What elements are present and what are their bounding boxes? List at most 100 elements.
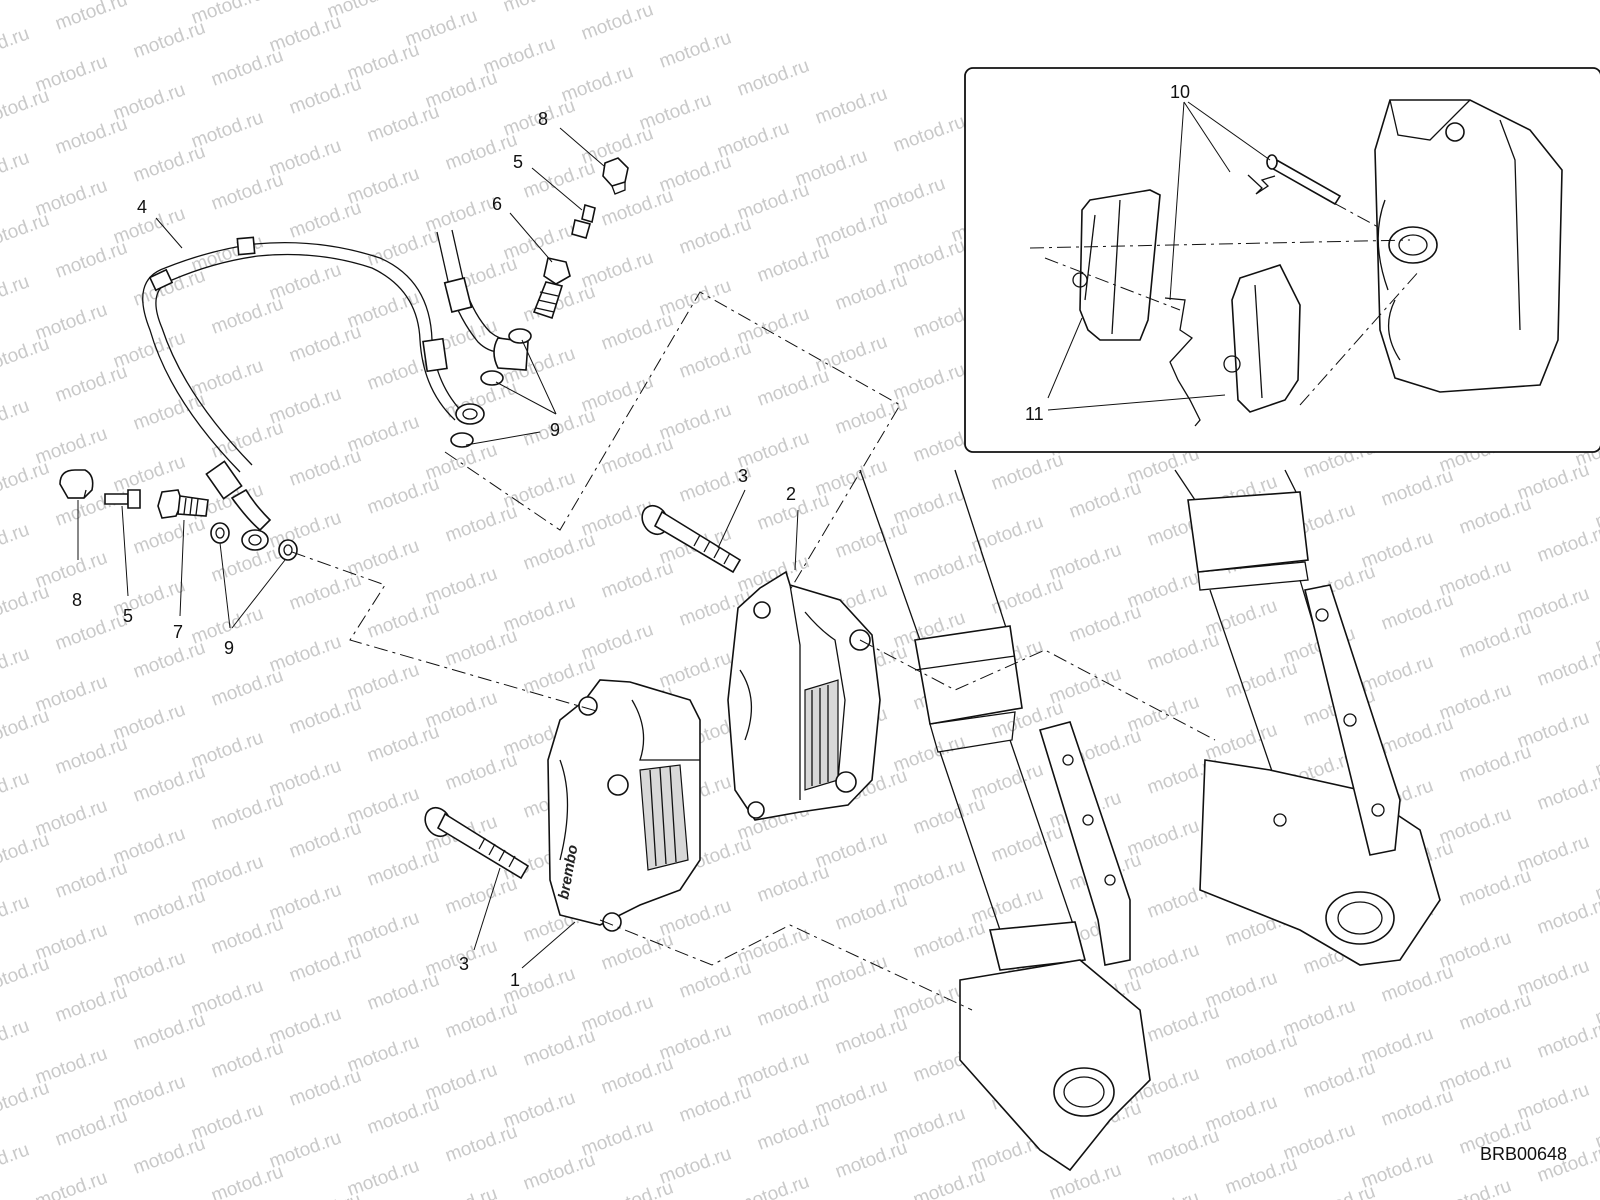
watermark-text: motod.ru (0, 767, 32, 812)
watermark-text: motod.ru (131, 17, 209, 62)
watermark-text: motod.ru (131, 1009, 209, 1054)
watermark-text: motod.ru (0, 829, 52, 874)
washer-top-b (480, 370, 504, 386)
watermark-text: motod.ru (755, 985, 833, 1030)
watermark-text: motod.ru (443, 873, 521, 918)
leader-lines (77, 127, 799, 969)
washer-top-a (508, 328, 532, 344)
watermark-text: motod.ru (209, 665, 287, 710)
watermark-text: motod.ru (365, 473, 443, 518)
watermark-text: motod.ru (287, 941, 365, 986)
watermark-text: motod.ru (287, 445, 365, 490)
callout-8-top: 8 (538, 109, 548, 129)
bleed-cap-left (59, 469, 94, 499)
watermark-text: motod.ru (1223, 657, 1301, 702)
watermark-text: motod.ru (911, 545, 989, 590)
callout-11: 11 (1025, 404, 1044, 424)
watermark-text: motod.ru (521, 653, 599, 698)
watermark-text: motod.ru (0, 457, 52, 502)
watermark-text: motod.ru (53, 857, 131, 902)
callout-3-lower: 3 (459, 954, 469, 974)
callout-7: 7 (173, 622, 183, 642)
watermark-text: motod.ru (365, 225, 443, 270)
watermark-text: motod.ru (891, 111, 969, 156)
watermark-text: motod.ru (833, 889, 911, 934)
assembly-lines (291, 291, 1216, 1011)
watermark-text: motod.ru (0, 0, 52, 7)
watermark-text: motod.ru (365, 101, 443, 146)
watermark-text: motod.ru (1067, 601, 1145, 646)
watermark-text: motod.ru (0, 1139, 32, 1184)
watermark-text: motod.ru (287, 73, 365, 118)
watermark-text: motod.ru (1535, 1017, 1600, 1062)
watermark-text: motod.ru (209, 169, 287, 214)
watermark-text: motod.ru (131, 761, 209, 806)
washer-left-a (210, 522, 230, 544)
watermark-text: motod.ru (735, 1171, 813, 1200)
watermark-text: motod.ru (599, 1053, 677, 1098)
watermark-text: motod.ru (1125, 1187, 1203, 1200)
watermark-text: motod.ru (1457, 741, 1535, 786)
watermark-text: motod.ru (755, 241, 833, 286)
watermark-text: motod.ru (521, 1149, 599, 1194)
watermark-text: motod.ru (131, 513, 209, 558)
watermark-text: motod.ru (599, 185, 677, 230)
watermark-text: motod.ru (287, 693, 365, 738)
watermark-text: motod.ru (0, 953, 52, 998)
watermark-text: motod.ru (287, 321, 365, 366)
caliper-left: brembo (547, 679, 701, 932)
watermark-text: motod.ru (833, 393, 911, 438)
watermark-text: motod.ru (1067, 477, 1145, 522)
watermark-text: motod.ru (1437, 1175, 1515, 1200)
watermark-text: motod.ru (131, 1133, 209, 1178)
watermark-text: motod.ru (53, 609, 131, 654)
watermark-text: motod.ru (209, 417, 287, 462)
watermark-text: motod.ru (1047, 1159, 1125, 1200)
bleed-screw-top (571, 203, 596, 239)
watermark-text: motod.ru (599, 309, 677, 354)
watermark-text: motod.ru (599, 1177, 677, 1200)
watermark-text: motod.ru (599, 557, 677, 602)
watermark-text: motod.ru (33, 1167, 111, 1200)
drawing-code: BRB00648 (1480, 1144, 1567, 1164)
watermark-text: motod.ru (0, 209, 52, 254)
watermark-text: motod.ru (53, 237, 131, 282)
watermark-text: motod.ru (1145, 629, 1223, 674)
watermark-text: motod.ru (813, 83, 891, 128)
watermark-text: motod.ru (1457, 865, 1535, 910)
watermark-text: motod.ru (911, 917, 989, 962)
callout-6: 6 (492, 194, 502, 214)
brake-pad-right (1223, 264, 1301, 413)
watermark-text: motod.ru (1535, 645, 1600, 690)
watermark-text: motod.ru (1379, 465, 1457, 510)
watermark-text: motod.ru (53, 1105, 131, 1150)
caliper-bolt-upper (641, 504, 742, 574)
fork-leg-right (1174, 469, 1441, 966)
watermark-text: motod.ru (677, 1081, 755, 1126)
callouts: 1 2 3 3 4 5 5 6 7 8 8 9 9 10 11 (72, 82, 1190, 990)
watermark-text: motod.ru (209, 913, 287, 958)
watermark-text: motod.ru (0, 1077, 52, 1122)
callout-9-left: 9 (224, 638, 234, 658)
callout-5-top: 5 (513, 152, 523, 172)
watermark-text: motod.ru (833, 269, 911, 314)
watermark-text: motod.ru (1145, 1001, 1223, 1046)
watermark-text: motod.ru (53, 361, 131, 406)
watermark-text: motod.ru (53, 981, 131, 1026)
watermark-text: motod.ru (755, 1109, 833, 1154)
bleed-cap-top (602, 157, 629, 195)
watermark-text: motod.ru (0, 85, 52, 130)
watermark-text: motod.ru (1301, 1057, 1379, 1102)
callout-8-left: 8 (72, 590, 82, 610)
watermark-text: motod.ru (0, 333, 52, 378)
watermark-text: motod.ru (989, 821, 1067, 866)
watermark-text: motod.ru (131, 141, 209, 186)
watermark-text: motod.ru (131, 637, 209, 682)
watermark-text: motod.ru (755, 365, 833, 410)
watermark-text: motod.ru (521, 1025, 599, 1070)
caliper-right (727, 570, 881, 821)
watermark-text: motod.ru (209, 1037, 287, 1082)
watermark-text: motod.ru (365, 1093, 443, 1138)
watermark-text: motod.ru (365, 845, 443, 890)
watermark-text: motod.ru (735, 55, 813, 100)
